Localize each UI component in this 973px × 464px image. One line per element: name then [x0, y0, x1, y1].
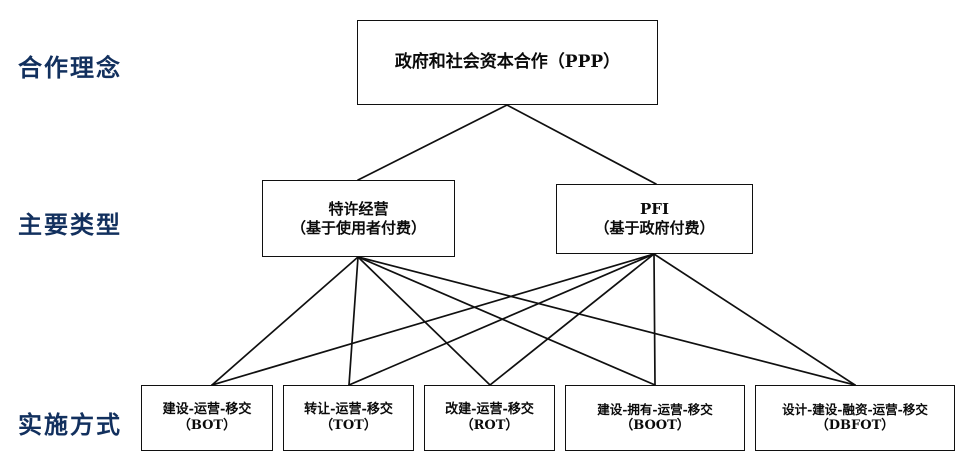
node-concession-line1: 特许经营 — [328, 199, 389, 218]
edge-concession-tot — [348, 256, 359, 386]
node-tot[interactable]: 转让-运营-移交 （TOT） — [283, 385, 414, 451]
row-label-types: 主要类型 — [18, 211, 122, 239]
node-boot[interactable]: 建设-拥有-运营-移交 （BOOT） — [565, 385, 745, 451]
node-ppp-root-line1: 政府和社会资本合作（PPP） — [394, 51, 621, 72]
edge-concession-bot — [211, 256, 359, 386]
node-dbfot-line2: （DBFOT） — [815, 417, 895, 433]
node-dbfot[interactable]: 设计-建设-融资-运营-移交 （DBFOT） — [755, 385, 955, 451]
node-pfi-line2: （基于政府付费） — [594, 219, 715, 237]
node-boot-line2: （BOOT） — [620, 417, 690, 433]
edge-pfi-tot — [348, 253, 655, 386]
node-concession[interactable]: 特许经营 （基于使用者付费） — [262, 180, 455, 257]
edge-concession-boot — [357, 256, 656, 386]
node-ppp-root[interactable]: 政府和社会资本合作（PPP） — [357, 20, 658, 105]
edge-concession-dbfot — [357, 256, 856, 386]
node-pfi[interactable]: PFI （基于政府付费） — [556, 184, 753, 254]
edge-pfi-bot — [211, 253, 655, 386]
row-label-concept: 合作理念 — [18, 54, 122, 82]
node-dbfot-line1: 设计-建设-融资-运营-移交 — [782, 402, 928, 418]
edge-root-pfi — [506, 104, 657, 185]
node-concession-line2: （基于使用者付费） — [290, 218, 426, 237]
edge-root-concession — [357, 104, 508, 181]
row-label-implementation: 实施方式 — [18, 411, 122, 439]
node-rot-line1: 改建-运营-移交 — [445, 401, 534, 417]
node-bot-line2: （BOT） — [177, 418, 237, 433]
edge-pfi-boot — [653, 253, 656, 386]
node-tot-line2: （TOT） — [320, 418, 377, 433]
edge-pfi-dbfot — [653, 253, 856, 386]
node-boot-line1: 建设-拥有-运营-移交 — [597, 402, 713, 418]
node-bot[interactable]: 建设-运营-移交 （BOT） — [141, 385, 273, 451]
edge-pfi-rot — [489, 253, 655, 386]
node-rot-line2: （ROT） — [460, 418, 519, 433]
node-tot-line1: 转让-运营-移交 — [304, 401, 393, 417]
edge-concession-rot — [357, 256, 491, 386]
node-pfi-line1: PFI — [640, 200, 669, 219]
node-rot[interactable]: 改建-运营-移交 （ROT） — [424, 385, 555, 451]
node-bot-line1: 建设-运营-移交 — [162, 401, 252, 417]
